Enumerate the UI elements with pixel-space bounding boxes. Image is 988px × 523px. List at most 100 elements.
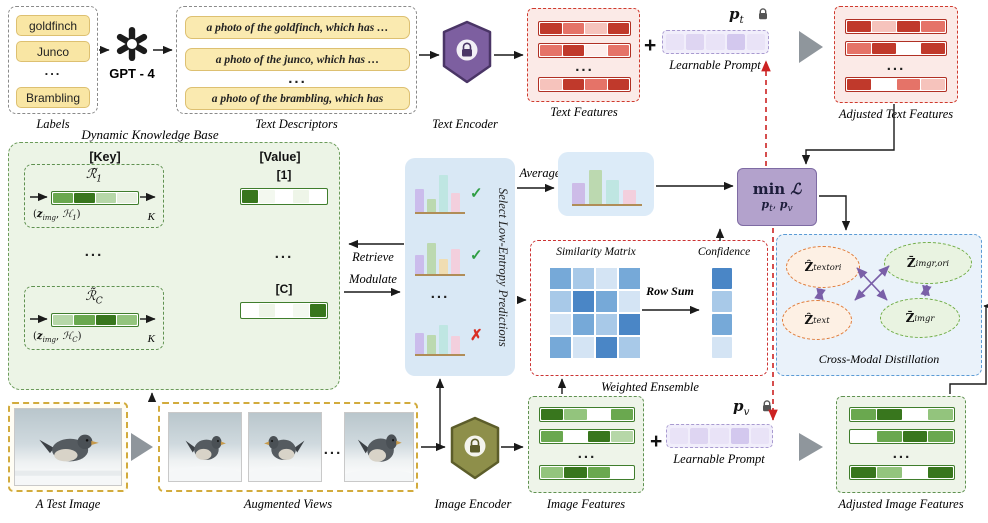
text-descriptors-box: a photo of the goldfinch, which has … a …	[176, 6, 417, 114]
augmented-ellipsis: ...	[323, 441, 343, 458]
adjusted-text-ellipsis: ...	[886, 57, 906, 74]
adjusted-text-features-box: ...	[834, 6, 958, 103]
average-chart	[572, 162, 642, 206]
entropy-chart-3	[415, 312, 465, 356]
min-loss-line2: pt, pv	[761, 197, 793, 215]
augmented-views-caption: Augmented Views	[243, 497, 333, 511]
adjusted-text-feature-row	[845, 41, 947, 56]
image-features-caption: Image Features	[546, 497, 626, 511]
test-image	[14, 408, 122, 486]
adjusted-text-feature-row	[845, 19, 947, 34]
learnable-prompt-v	[666, 424, 773, 448]
kb-entry1-k: K	[147, 211, 155, 223]
confidence-label: Confidence	[697, 246, 751, 258]
test-image-caption: A Test Image	[35, 497, 101, 511]
image-encoder-shield	[450, 416, 500, 480]
text-feature-row	[538, 77, 631, 92]
kb-key-entry-1: ℛ̃1 (zimg, ℋ1) K	[24, 164, 164, 228]
text-feature-row	[538, 21, 631, 36]
labels-ellipsis: ...	[44, 63, 62, 78]
augmented-view-2	[248, 412, 322, 482]
adjusted-text-features-caption: Adjusted Text Features	[838, 107, 954, 121]
image-encoder-caption: Image Encoder	[434, 497, 512, 511]
adjusted-image-features-box: ...	[836, 396, 966, 493]
kb-key-row	[51, 191, 139, 205]
min-loss-box: min ℒ pt, pv	[737, 168, 817, 226]
kb-key-header: [Key]	[89, 150, 121, 164]
openai-logo-icon	[116, 27, 148, 61]
adjusted-image-feature-row	[849, 407, 955, 422]
kb-value-row-1	[240, 188, 328, 205]
prompt-t-symbol: pt	[729, 5, 744, 26]
modulate-label: Modulate	[349, 272, 397, 286]
labels-box: goldfinch Junco ... Brambling	[8, 6, 98, 114]
text-features-box: ...	[527, 8, 640, 102]
kb-valueC-label: [C]	[275, 282, 293, 296]
kb-value-header: [Value]	[259, 150, 301, 164]
cross-modal-caption: Cross-Modal Distillation	[818, 352, 940, 366]
retrieve-label: Retrieve	[352, 250, 394, 264]
descriptor-chip: a photo of the brambling, which has	[185, 87, 410, 110]
adjusted-image-features-caption: Adjusted Image Features	[838, 497, 964, 511]
lock-icon	[470, 438, 480, 453]
lock-icon	[462, 42, 472, 57]
kb-key-entry-C: ℛ̃C (zimg, ℋC) K	[24, 286, 164, 350]
plus-sign: +	[644, 34, 657, 57]
image-features-ellipsis: ...	[577, 445, 597, 462]
adjusted-text-feature-row	[845, 77, 947, 92]
similarity-matrix-label: Similarity Matrix	[556, 246, 636, 258]
gpt-label: GPT - 4	[109, 66, 155, 81]
plus-sign: +	[650, 430, 663, 453]
entropy-ellipsis: ...	[430, 285, 450, 302]
learnable-prompt-v-caption: Learnable Prompt	[673, 452, 765, 466]
augmented-view-3	[344, 412, 414, 482]
descriptor-chip: a photo of the goldfinch, which has …	[185, 16, 410, 39]
cross-icon: ✗	[470, 327, 483, 344]
label-chip: goldfinch	[16, 15, 90, 36]
check-icon: ✓	[470, 185, 483, 202]
check-icon: ✓	[470, 247, 483, 264]
weighted-ensemble-caption: Weighted Ensemble	[601, 380, 699, 394]
kb-entry1-subtext: (zimg, ℋ1)	[33, 209, 81, 222]
kb-entryC-title: ℛ̃C	[85, 289, 103, 307]
kb-value-ellipsis: ...	[274, 245, 294, 262]
image-features-box: ...	[528, 396, 644, 493]
confidence-column	[712, 268, 732, 358]
image-feature-row	[539, 465, 635, 480]
entropy-chart-2	[415, 232, 465, 276]
image-feature-row	[539, 407, 635, 422]
descriptors-ellipsis: ...	[288, 70, 307, 87]
kb-value-row-C	[240, 302, 328, 319]
lock-icon	[759, 8, 767, 20]
similarity-matrix	[550, 268, 640, 358]
text-encoder-shield	[442, 20, 492, 84]
adjusted-image-ellipsis: ...	[892, 445, 912, 462]
image-feature-row	[539, 429, 635, 444]
entropy-chart-1	[415, 170, 465, 214]
augmented-view-1	[168, 412, 242, 482]
adjusted-image-feature-row	[849, 465, 955, 480]
text-features-ellipsis: ...	[575, 58, 594, 75]
min-loss-line1: min ℒ	[752, 179, 802, 198]
text-features-caption: Text Features	[550, 105, 618, 119]
text-encoder-caption: Text Encoder	[432, 117, 498, 131]
kb-entryC-k: K	[147, 333, 155, 345]
prompt-v-symbol: pv	[733, 397, 750, 418]
label-chip: Junco	[16, 41, 90, 62]
augmented-views-box: ...	[158, 402, 418, 492]
kb-caption: Dynamic Knowledge Base	[81, 127, 219, 142]
descriptor-chip: a photo of the junco, which has …	[185, 48, 410, 71]
row-sum-label: Row Sum	[646, 284, 694, 298]
text-descriptors-caption: Text Descriptors	[255, 117, 338, 131]
lock-icon	[763, 400, 771, 412]
average-label: Average	[519, 166, 561, 180]
learnable-prompt-t	[662, 30, 769, 54]
bird-illustration	[15, 434, 121, 485]
adjusted-image-feature-row	[849, 429, 955, 444]
entropy-select-caption: Select Low-Entropy Predictions	[496, 187, 510, 347]
learnable-prompt-t-caption: Learnable Prompt	[669, 58, 761, 72]
